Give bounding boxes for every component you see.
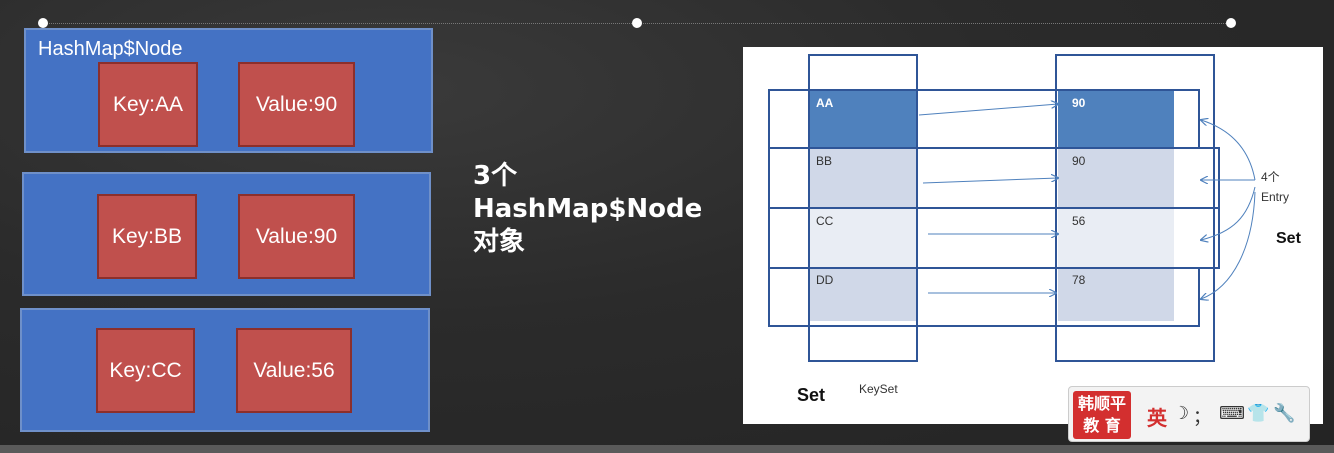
hashmap-node-3: Key:CC Value:56 — [20, 308, 430, 432]
value-label: 78 — [1072, 273, 1086, 287]
keyboard-icon[interactable]: ⌨ — [1219, 403, 1245, 424]
key-cell: Key:CC — [96, 328, 195, 413]
value-cell: Value:90 — [238, 62, 355, 147]
set-label-right: Set — [1276, 230, 1301, 247]
value-cell: Value:56 — [236, 328, 352, 413]
ime-language-toggle[interactable]: 英 — [1147, 406, 1167, 430]
key-label: CC — [816, 214, 834, 228]
diagram-lines — [768, 54, 1256, 362]
value-label: 56 — [1072, 214, 1086, 228]
key-cell: Key:BB — [97, 194, 197, 279]
set-label-bottom: Set — [797, 385, 826, 405]
key-label: BB — [816, 154, 833, 168]
key-cell: Key:AA — [98, 62, 198, 147]
handle-dot[interactable] — [1226, 18, 1236, 28]
caption-line: 3个 — [473, 161, 518, 191]
entry-count-label: 4个 — [1261, 170, 1280, 184]
ime-logo-line: 教 育 — [1083, 416, 1121, 435]
entryset-diagram: AA BB CC DD 90 90 56 78 4个 Entry Set Set… — [743, 47, 1323, 424]
ime-toolbar: 韩顺平 教 育 英 ☽ ； ⌨ 👕 🔧 — [1068, 386, 1310, 442]
ime-logo-line: 韩顺平 — [1077, 394, 1126, 413]
moon-icon[interactable]: ☽ — [1173, 403, 1190, 424]
bottom-strip — [0, 445, 1334, 453]
caption-line: HashMap$Node — [473, 194, 703, 224]
wrench-icon[interactable]: 🔧 — [1273, 403, 1296, 424]
entry-label: Entry — [1261, 190, 1290, 204]
hashmap-node-1: HashMap$Node Key:AA Value:90 — [24, 28, 433, 153]
keyset-label: KeySet — [859, 382, 898, 396]
hashmap-node-2: Key:BB Value:90 — [22, 172, 431, 296]
ime-logo[interactable]: 韩顺平 教 育 — [1073, 391, 1131, 439]
handle-dot[interactable] — [38, 18, 48, 28]
value-label: 90 — [1072, 96, 1086, 110]
caption: 3个 HashMap$Node 对象 — [473, 160, 702, 259]
key-label: AA — [816, 96, 834, 110]
key-label: DD — [816, 273, 834, 287]
value-label: 90 — [1072, 154, 1086, 168]
handle-dot[interactable] — [632, 18, 642, 28]
node-title: HashMap$Node — [38, 38, 183, 60]
value-cell: Value:90 — [238, 194, 355, 279]
shirt-icon[interactable]: 👕 — [1247, 403, 1270, 424]
caption-line: 对象 — [473, 227, 526, 257]
punctuation-toggle[interactable]: ； — [1193, 407, 1211, 428]
